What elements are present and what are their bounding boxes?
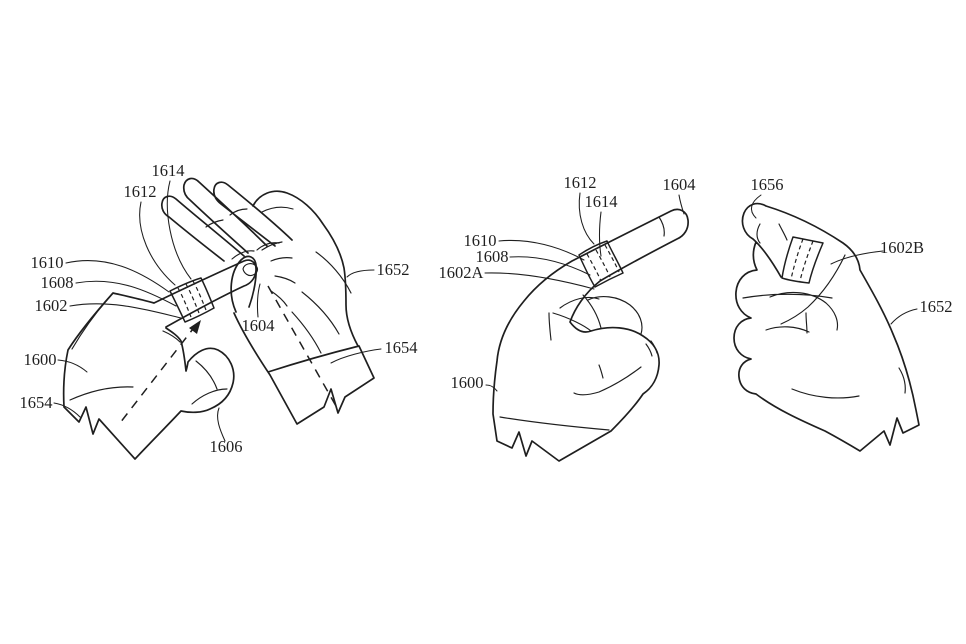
leader-1656 <box>750 194 762 219</box>
pointing-hand-creases <box>69 299 228 405</box>
leader-1608-mid <box>509 256 591 276</box>
open-hand-fingers-outline <box>160 177 375 425</box>
ref-label-1608: 1608 <box>41 273 74 292</box>
ref-label-1602B: 1602B <box>880 238 924 257</box>
finger-device-sleeve-B-hatching <box>790 238 814 282</box>
leader-1612 <box>139 201 176 286</box>
leader-1604-mid <box>678 194 685 215</box>
leader-1612-mid <box>578 192 595 245</box>
leader-1654-left <box>53 402 81 418</box>
leader-1606 <box>217 407 226 442</box>
ref-label-1608-mid: 1608 <box>476 247 509 266</box>
ref-label-1612: 1612 <box>124 182 157 201</box>
leader-1602A <box>484 272 595 290</box>
ref-label-1602A: 1602A <box>439 263 484 282</box>
leader-1600-mid <box>485 384 498 392</box>
finger-device-sleeve <box>169 277 215 323</box>
ref-label-1656: 1656 <box>751 175 784 194</box>
pointing-hand-outline <box>62 259 257 460</box>
motion-arrowhead <box>189 320 201 334</box>
leader-1600 <box>57 359 88 373</box>
ref-label-1606: 1606 <box>210 437 243 456</box>
curled-hand-creases <box>742 223 906 399</box>
ref-label-1604: 1604 <box>242 316 275 335</box>
view-curled-fist: 1656 1602B 1652 <box>733 175 953 452</box>
fist-creases <box>499 216 665 431</box>
ref-label-1614-mid: 1614 <box>585 192 618 211</box>
ref-label-1652-right: 1652 <box>920 297 953 316</box>
ref-label-1602: 1602 <box>35 296 68 315</box>
motion-dashed-lines <box>119 285 337 424</box>
open-hand-creases <box>205 206 352 354</box>
leader-1654-right <box>330 348 382 364</box>
fist-index-finger-outline <box>492 208 689 462</box>
ref-label-1610: 1610 <box>31 253 64 272</box>
leader-1602B <box>830 250 884 265</box>
ref-label-1654-left: 1654 <box>20 393 53 412</box>
ref-label-1614: 1614 <box>152 161 185 180</box>
ref-label-1600: 1600 <box>24 350 57 369</box>
ref-label-1652: 1652 <box>377 260 410 279</box>
leader-1610 <box>65 260 170 293</box>
leader-1610-mid <box>498 239 585 261</box>
finger-device-sleeve-A-hatching <box>586 244 620 282</box>
view-two-hands: 1614 1612 1610 1608 1602 1600 1654 1606 … <box>20 161 418 460</box>
ref-label-1654-right: 1654 <box>385 338 418 357</box>
leader-1614 <box>166 180 192 280</box>
leader-1608 <box>75 280 177 307</box>
touch-contact-arcs <box>242 241 296 307</box>
view-pointing-fist: 1612 1614 1604 1610 1608 1602A 1600 <box>439 173 696 462</box>
curled-hand-outline <box>733 202 920 452</box>
leader-1614-mid <box>598 211 602 257</box>
finger-device-sleeve-B <box>781 236 824 284</box>
leader-1602 <box>69 303 182 319</box>
ref-label-1610-mid: 1610 <box>464 231 497 250</box>
finger-device-sleeve-A <box>578 240 624 288</box>
ref-label-1600-mid: 1600 <box>451 373 484 392</box>
leader-1652 <box>346 269 375 278</box>
finger-device-sleeve-hatching <box>177 280 207 318</box>
ref-label-1604-mid: 1604 <box>663 175 696 194</box>
leader-1652-right <box>890 308 918 325</box>
leader-1604 <box>256 283 261 318</box>
ref-label-1612-mid: 1612 <box>564 173 597 192</box>
